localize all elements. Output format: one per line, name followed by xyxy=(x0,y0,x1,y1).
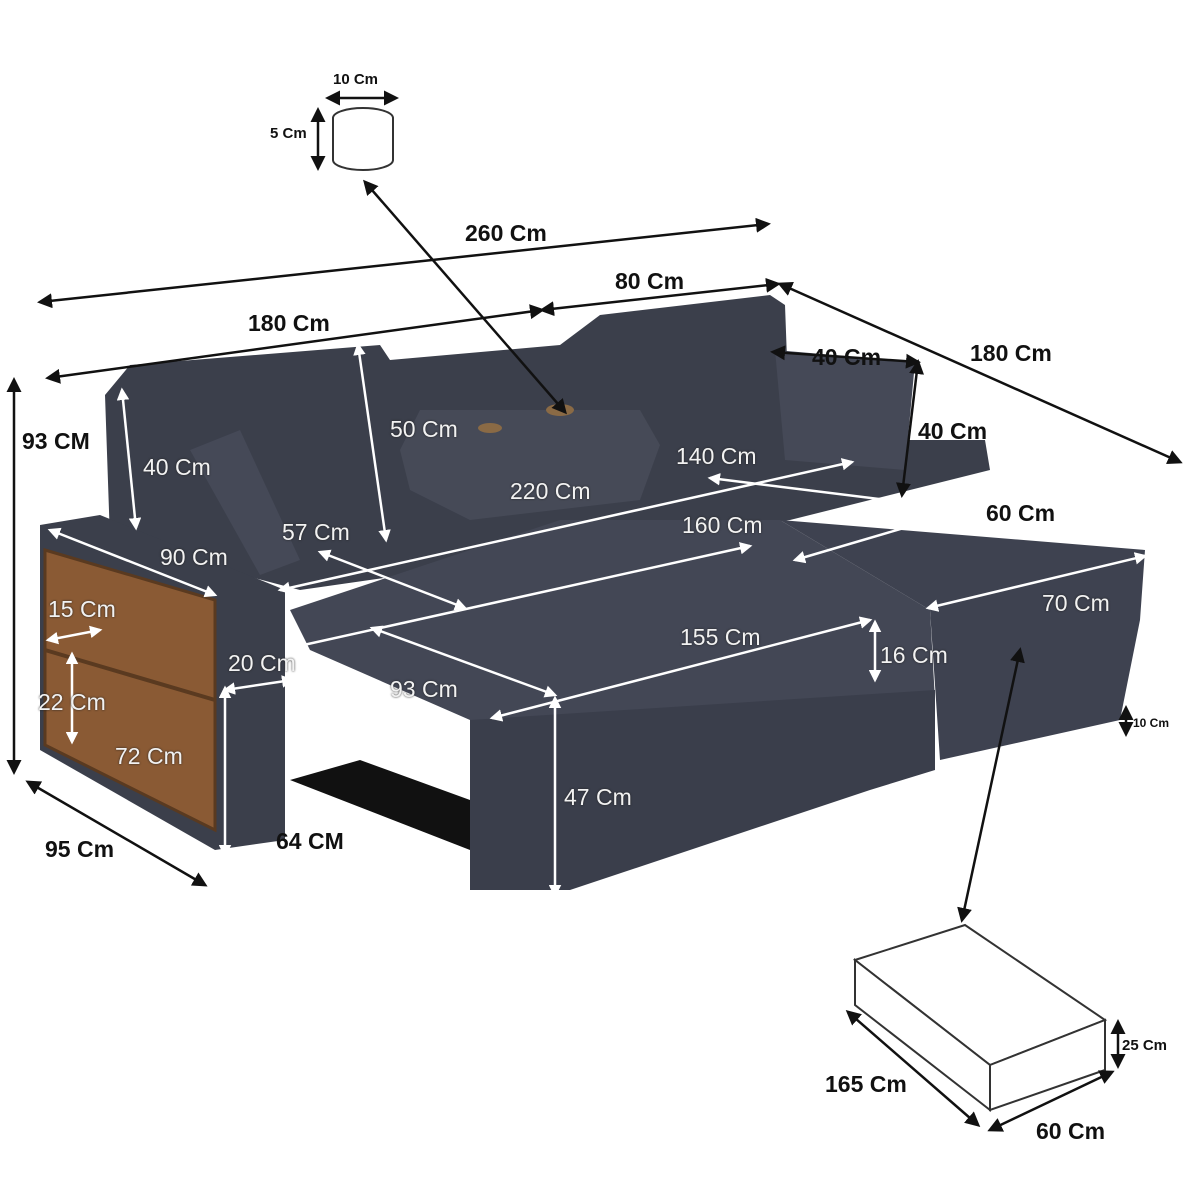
dimension-arrows xyxy=(6,90,1183,1132)
bed-width-label: 155 Cm xyxy=(680,624,761,650)
chaise-length-label: 180 Cm xyxy=(970,340,1052,366)
height-label: 93 CM xyxy=(22,428,90,454)
storage-length-label: 165 Cm xyxy=(825,1071,907,1097)
bed-height-label: 47 Cm xyxy=(564,784,632,810)
shelf-width-label: 15 Cm xyxy=(48,596,116,622)
chaise-width-label: 80 Cm xyxy=(615,268,685,294)
arm-width-label: 20 Cm xyxy=(228,650,296,676)
chaise-back-label: 140 Cm xyxy=(676,443,757,469)
shelf-length-label: 72 Cm xyxy=(115,743,183,769)
arm-depth-label: 90 Cm xyxy=(160,544,228,570)
storage-height-label: 25 Cm xyxy=(1122,1037,1168,1054)
pullout-depth-label: 93 Cm xyxy=(390,676,458,702)
chaise-depth-label: 60 Cm xyxy=(986,500,1056,526)
chaise-bed-width-label: 70 Cm xyxy=(1042,590,1110,616)
bed-front xyxy=(470,690,935,890)
leg-height-label: 10 Cm xyxy=(1133,716,1170,730)
shelf-height-label: 22 Cm xyxy=(38,689,106,715)
console-height-label: 50 Cm xyxy=(390,416,458,442)
cup-diameter-label: 10 Cm xyxy=(333,71,379,88)
bed-frame xyxy=(290,760,470,850)
main-length-label: 180 Cm xyxy=(248,310,330,336)
depth-label: 95 Cm xyxy=(45,836,115,862)
seat-depth-label: 57 Cm xyxy=(282,519,350,545)
pillow-left xyxy=(190,430,300,575)
back-height-label: 40 Cm xyxy=(143,454,211,480)
bed-width-total-label: 220 Cm xyxy=(510,478,591,504)
seat-height-label: 64 CM xyxy=(276,828,344,854)
pillow-height-label: 40 Cm xyxy=(918,418,988,444)
bed-length-label: 160 Cm xyxy=(682,512,763,538)
mattress-thickness-label: 16 Cm xyxy=(880,642,948,668)
storage-width-label: 60 Cm xyxy=(1036,1118,1106,1144)
bed-dimension-arrows xyxy=(45,342,1148,898)
cup-holder-drawing xyxy=(332,107,394,171)
cup-height-label: 5 Cm xyxy=(270,125,307,142)
total-length-label: 260 Cm xyxy=(465,220,547,246)
pillow-width-label: 40 Cm xyxy=(812,344,882,370)
